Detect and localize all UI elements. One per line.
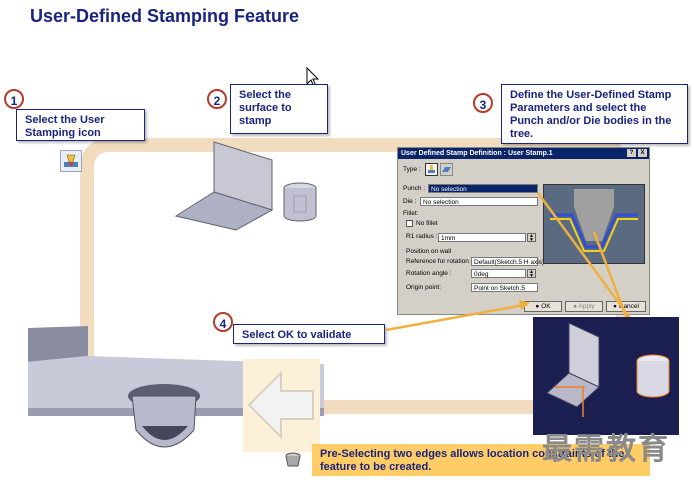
r1-spinner[interactable]: ▲▼ (527, 233, 536, 243)
rotation-field[interactable]: 0deg (471, 269, 526, 278)
close-button[interactable]: X (638, 149, 647, 157)
user-stamp-icon[interactable] (60, 150, 82, 172)
3d-viewport-image (533, 317, 679, 435)
dialog-title-bar: User Defined Stamp Definition : User Sta… (398, 148, 649, 159)
ok-button[interactable]: ● OK (524, 301, 562, 312)
step-2-badge: 2 (207, 89, 227, 109)
step-1-callout: Select the User Stamping icon (16, 109, 145, 141)
type-punch-icon[interactable] (425, 163, 438, 176)
ref-rotation-field[interactable]: Default(Sketch.5 H axis) (471, 257, 544, 266)
punch-field[interactable]: No selection (428, 184, 538, 193)
rotation-label: Rotation angle : (406, 270, 452, 277)
apply-button[interactable]: ● Apply (565, 301, 603, 312)
page-title: User-Defined Stamping Feature (30, 6, 300, 26)
punch-label: Punch : (403, 185, 426, 192)
no-fillet-checkbox[interactable] (406, 220, 413, 227)
origin-field[interactable]: Point on Sketch.5 (471, 283, 538, 292)
dialog-title: User Defined Stamp Definition : User Sta… (401, 150, 553, 157)
type-die-icon[interactable] (440, 163, 453, 176)
step-2-callout: Select the surface to stamp (230, 84, 328, 134)
rotation-spinner[interactable]: ▲▼ (527, 269, 536, 279)
pre-select-icon (285, 452, 301, 467)
die-field[interactable]: No selection (420, 197, 538, 206)
type-label: Type : (403, 166, 421, 173)
step-4-badge: 4 (213, 312, 233, 332)
pre-select-note: Pre-Selecting two edges allows location … (312, 444, 650, 476)
position-label: Position on wall (406, 248, 452, 255)
stamp-preview-image (543, 184, 645, 264)
die-label: Die : (403, 198, 417, 205)
ref-rotation-label: Reference for rotation : (406, 258, 473, 265)
help-button[interactable]: ? (627, 149, 636, 157)
r1-field[interactable]: 1mm (438, 233, 526, 242)
r1-label: R1 radius : (406, 233, 438, 240)
step-3-badge: 3 (473, 93, 493, 113)
fillet-label: Fillet: (403, 210, 419, 217)
step-4-callout: Select OK to validate (233, 324, 385, 344)
cancel-button[interactable]: ● Cancel (606, 301, 646, 312)
origin-label: Origin point: (406, 284, 442, 291)
watermark: 最需教育 (542, 432, 670, 467)
sheet-metal-part-image (174, 141, 317, 231)
step-1-badge: 1 (4, 89, 24, 109)
no-fillet-label: No fillet (416, 220, 438, 227)
result-arrow-panel (243, 359, 320, 452)
step-3-callout: Define the User-Defined Stamp Parameters… (501, 84, 688, 144)
stamp-definition-dialog: User Defined Stamp Definition : User Sta… (397, 147, 650, 315)
